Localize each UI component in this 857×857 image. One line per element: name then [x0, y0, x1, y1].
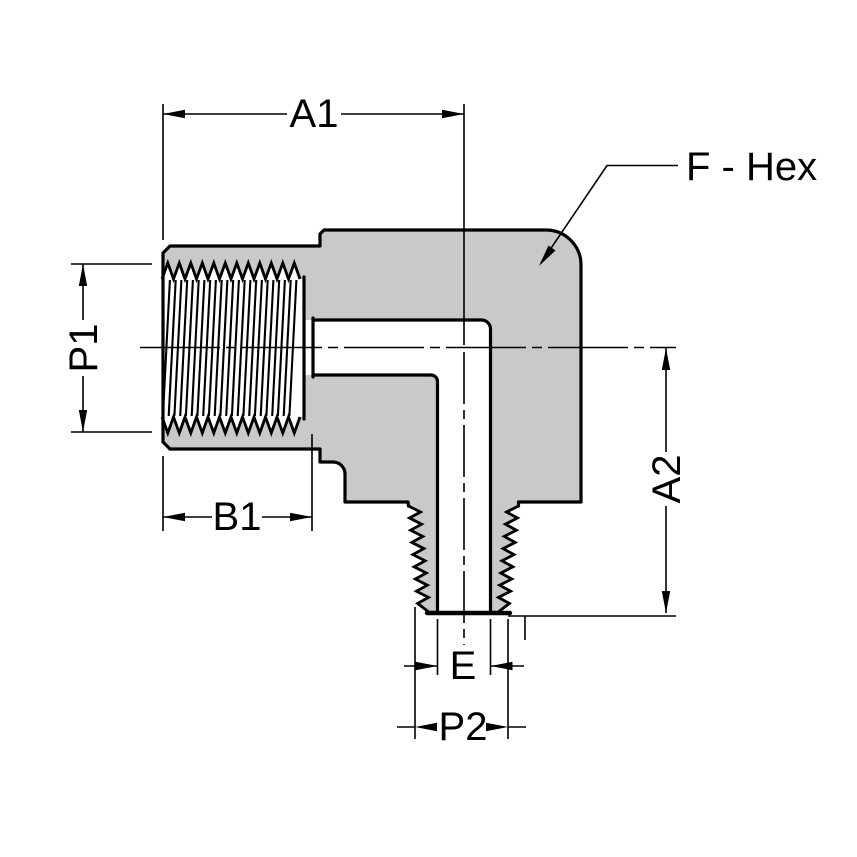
female-thread-top-crest-line	[160, 258, 302, 284]
outer-profile-top	[161, 228, 583, 508]
e-extension-lines	[436, 619, 492, 675]
f-hex-leader-arrow	[539, 245, 556, 266]
dim-label-b1: B1	[213, 495, 262, 539]
e-arrow-right	[490, 661, 513, 671]
male-thread-left-crest-line	[406, 504, 432, 615]
p2-arrow-right	[486, 722, 508, 732]
centerlines	[140, 346, 676, 645]
f-hex-leader-line	[540, 164, 678, 264]
dim-label-e: E	[450, 644, 477, 688]
p1-arrow-top	[78, 264, 88, 286]
dim-label-a2: A2	[645, 455, 689, 504]
dim-label-a1: A1	[290, 92, 339, 136]
a1-arrow-left	[163, 109, 185, 119]
dim-b1: B1	[162, 434, 313, 539]
dim-e: E	[404, 619, 524, 688]
dim-label-p2: P2	[439, 705, 488, 749]
b1-arrow-left	[163, 512, 185, 522]
male-thread	[406, 504, 521, 615]
bore-lower-wall	[311, 373, 440, 614]
male-thread-right-crest-line	[495, 504, 521, 615]
female-thread-bottom-teeth	[162, 417, 300, 433]
callout-f-hex: F - Hex	[539, 145, 817, 266]
callout-label-f-hex: F - Hex	[686, 145, 817, 189]
outer-profile-lower-left	[168, 447, 411, 508]
dim-p1: P1	[62, 263, 152, 433]
a2-arrow-top	[661, 348, 671, 370]
a1-extension-lines	[162, 104, 465, 345]
b1-arrow-right	[290, 512, 312, 522]
female-thread-bottom-crest-line	[160, 412, 302, 438]
female-thread-top-teeth	[162, 263, 300, 279]
body-cross-section-fill	[162, 230, 581, 613]
p2-arrow-left	[415, 722, 437, 732]
b1-extension-lines	[162, 434, 313, 531]
a2-arrow-bottom	[661, 591, 671, 613]
dim-p2: P2	[397, 607, 526, 749]
a2-extension-line-bottom	[508, 615, 676, 640]
dim-a2: A2	[508, 348, 689, 640]
p2-extension-lines	[414, 607, 509, 739]
fitting-body	[162, 230, 581, 613]
dim-label-p1: P1	[62, 324, 106, 373]
e-arrow-left	[415, 661, 438, 671]
p1-extension-lines	[71, 263, 152, 433]
bore-upper-wall	[311, 318, 493, 614]
a1-arrow-right	[442, 109, 464, 119]
p1-arrow-bottom	[78, 410, 88, 432]
dim-a1: A1	[162, 92, 465, 345]
